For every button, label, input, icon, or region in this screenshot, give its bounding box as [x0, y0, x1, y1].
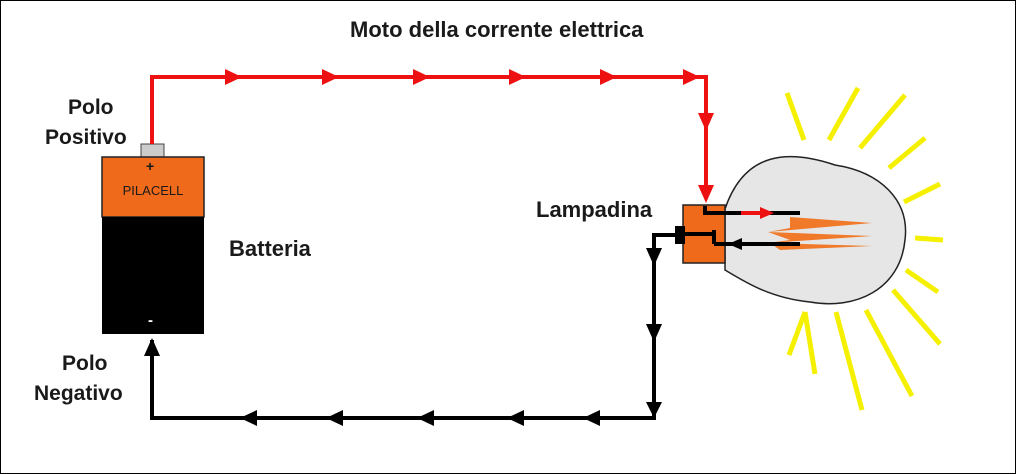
- battery-plus-sign: +: [146, 158, 155, 174]
- battery-top: [101, 156, 205, 218]
- positive-pole-label-line1: Polo: [68, 96, 114, 119]
- negative-wire: [144, 233, 677, 426]
- battery-minus-sign: -: [148, 312, 153, 329]
- bulb-label: Lampadina: [536, 197, 653, 222]
- bulb-internal-arrow: [760, 207, 774, 219]
- negative-pole-label-line1: Polo: [62, 352, 108, 375]
- light-rays: [784, 86, 944, 411]
- bulb-contact: [675, 226, 685, 244]
- positive-pole-label-line2: Positivo: [45, 126, 127, 149]
- battery-terminal: [140, 143, 165, 158]
- diagram-title: Moto della corrente elettrica: [350, 17, 644, 42]
- battery-label: Batteria: [229, 236, 311, 261]
- positive-wire: [150, 69, 714, 203]
- battery-brand: PILACELL: [122, 183, 184, 198]
- negative-pole-label-line2: Negativo: [34, 382, 123, 405]
- battery-body: [102, 217, 204, 334]
- bulb-glass: [724, 155, 907, 305]
